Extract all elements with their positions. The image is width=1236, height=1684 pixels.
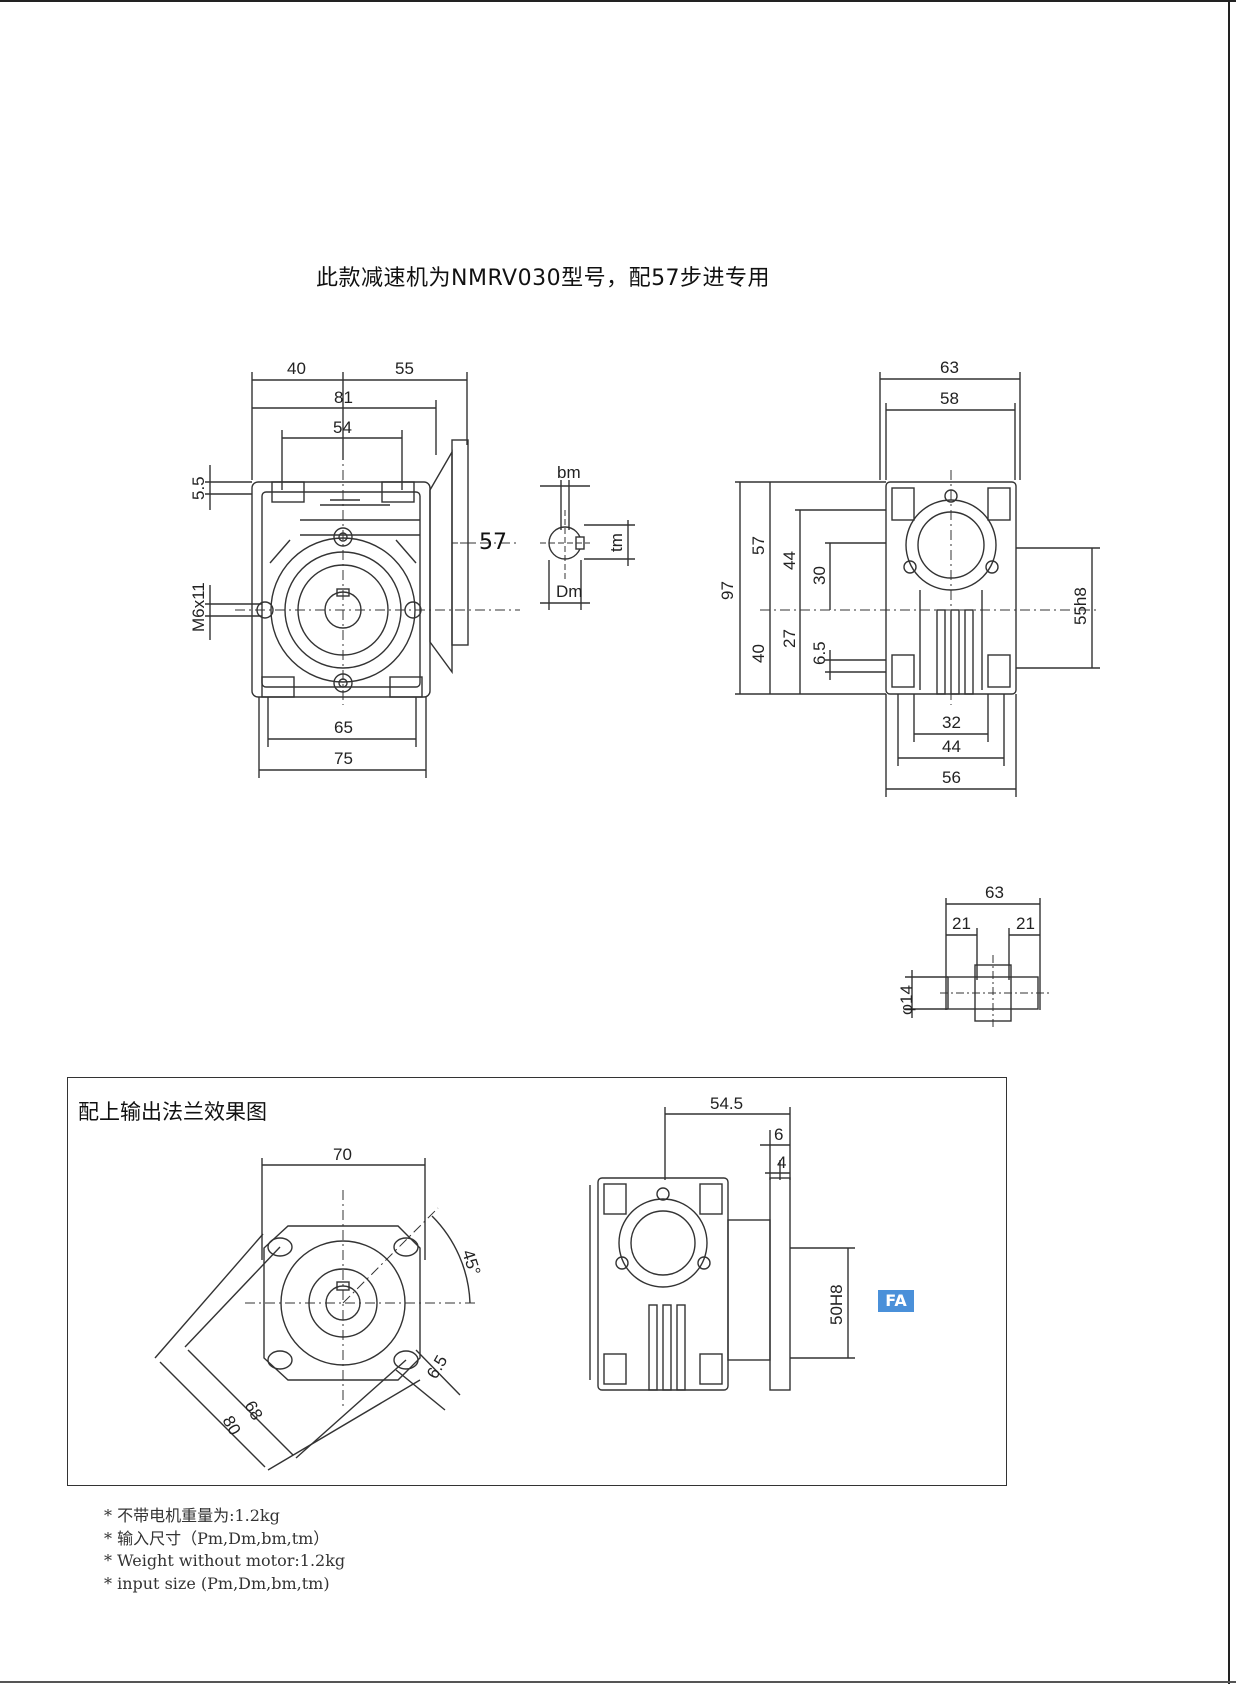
motor-size-label: 57 [479, 530, 507, 555]
fa-logo-badge: FA [878, 1290, 914, 1312]
dim-label: 6 [774, 1125, 783, 1144]
dim-label: 63 [940, 358, 959, 377]
mount-lug [261, 676, 295, 698]
dim-label: 44 [780, 551, 799, 570]
dim-label: 70 [333, 1145, 352, 1164]
dim-label: 97 [718, 581, 737, 600]
page-title: 此款减速机为NMRV030型号，配57步进专用 [316, 266, 771, 291]
dim-label: 30 [810, 566, 829, 585]
dim-label: 32 [942, 713, 961, 732]
dim-label: 40 [287, 359, 306, 378]
dim-label: Dm [556, 582, 582, 601]
mount-lug [389, 676, 423, 698]
dim-label: 58 [940, 389, 959, 408]
dim-label: 44 [942, 737, 961, 756]
note-item: * 输入尺寸（Pm,Dm,bm,tm） [104, 1528, 330, 1548]
flange-section-box [67, 1077, 1007, 1486]
flange-section-title: 配上输出法兰效果图 [78, 1100, 267, 1124]
dim-label: 40 [749, 644, 768, 663]
front-view: 40 55 81 54 5 [189, 359, 520, 778]
shaft-key-detail: bm tm Dm [540, 463, 635, 610]
dim-label: 4 [777, 1153, 786, 1172]
flange-side-view: 54.5 6 4 50H8 [589, 1094, 855, 1391]
note-item: * Weight without motor:1.2kg [104, 1551, 346, 1570]
dim-label: 54.5 [710, 1094, 743, 1113]
output-flange-plate [769, 1177, 791, 1391]
output-shaft-view: 63 21 21 φ14 [897, 883, 1050, 1030]
dim-label: 75 [334, 749, 353, 768]
mount-lug [381, 481, 415, 503]
note-item: * 不带电机重量为:1.2kg [104, 1506, 280, 1525]
side-view: 63 58 97 57 44 30 [718, 358, 1100, 797]
dim-label: 6.5 [810, 641, 829, 665]
dim-label: 50H8 [827, 1284, 846, 1325]
dim-label: 65 [334, 718, 353, 737]
dim-label: 21 [1016, 914, 1035, 933]
dim-label: 56 [942, 768, 961, 787]
dim-label: M6x11 [189, 582, 208, 632]
mount-lug [271, 481, 305, 503]
dim-label: bm [557, 463, 581, 482]
page-bottom-border [0, 1681, 1236, 1683]
dim-label: 57 [749, 536, 768, 555]
dim-label: 27 [780, 629, 799, 648]
dim-label: 55h8 [1071, 587, 1090, 625]
dim-label: 54 [333, 418, 352, 437]
input-flange-taper [429, 449, 453, 675]
dim-label: 81 [334, 388, 353, 407]
dim-label: 63 [985, 883, 1004, 902]
dim-label: tm [607, 533, 626, 552]
dim-label: 55 [395, 359, 414, 378]
dim-label: 5.5 [189, 476, 208, 500]
flange-plate-outline [263, 1225, 421, 1381]
dim-label: 21 [952, 914, 971, 933]
page-right-border [1228, 0, 1230, 1684]
page-top-border [0, 0, 1236, 2]
dim-label: φ14 [897, 985, 916, 1015]
note-item: * input size (Pm,Dm,bm,tm) [104, 1573, 330, 1593]
notes-list: * 不带电机重量为:1.2kg * 输入尺寸（Pm,Dm,bm,tm） * We… [104, 1505, 345, 1595]
